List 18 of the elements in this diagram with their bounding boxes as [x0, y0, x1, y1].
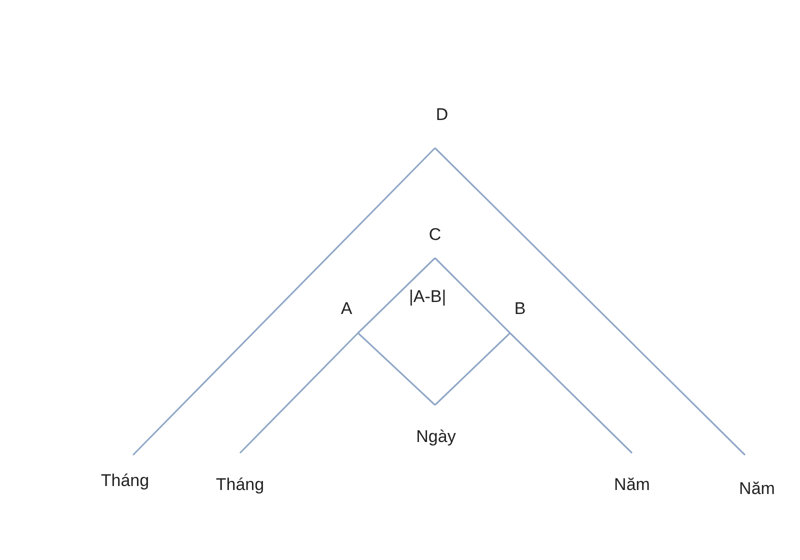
connector-line	[434, 147, 746, 456]
connector-line	[132, 147, 436, 456]
vertex-label: Tháng	[216, 476, 264, 493]
connector-line	[357, 257, 436, 334]
vertex-label: Năm	[614, 476, 650, 493]
vertex-label: Ngày	[416, 428, 456, 445]
vertex-label: C	[428, 226, 442, 243]
vertex-label: Năm	[739, 480, 775, 497]
vertex-label: B	[514, 300, 526, 317]
vertex-label: D	[436, 106, 448, 123]
connector-line	[357, 332, 436, 406]
connector-line	[434, 257, 511, 334]
connector-line	[434, 332, 511, 406]
vertex-label: Tháng	[100, 472, 150, 489]
vertex-label: A	[340, 300, 352, 317]
connector-line	[239, 332, 359, 454]
connector-line	[509, 332, 633, 454]
formula-label: |A-B|	[409, 288, 446, 305]
